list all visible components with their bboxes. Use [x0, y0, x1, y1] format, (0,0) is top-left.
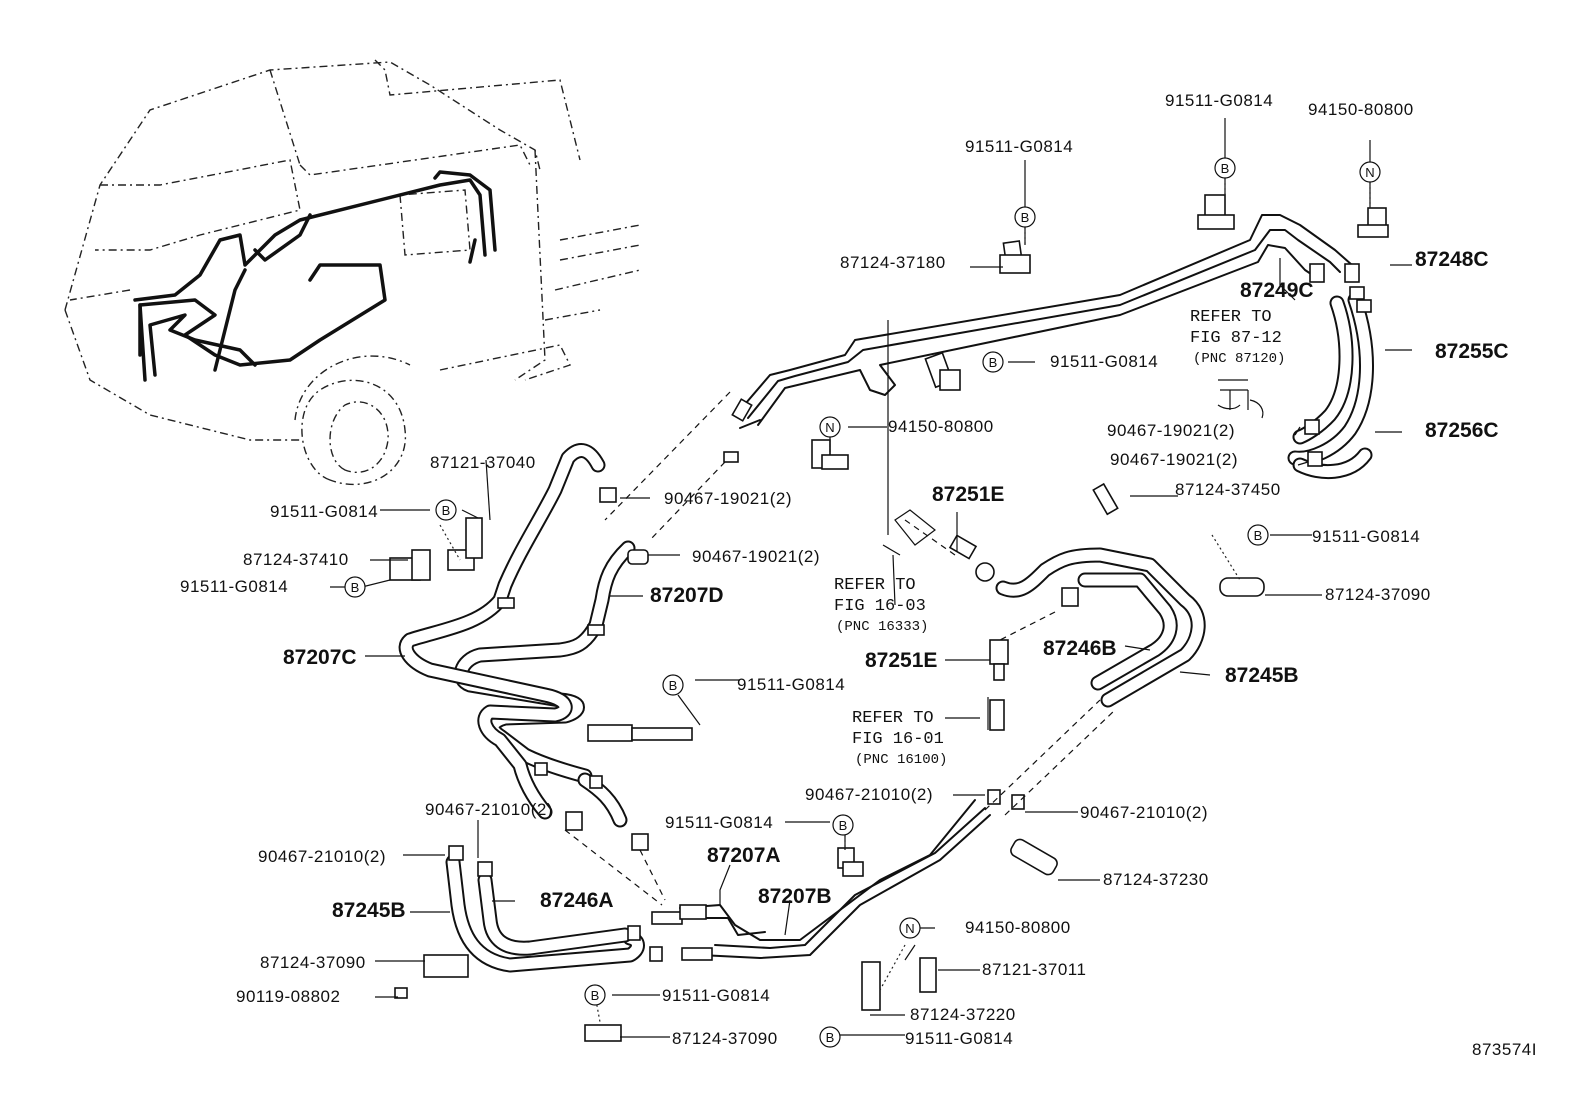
callout-label: 87124-37090	[260, 953, 366, 972]
bolt-symbol: B	[662, 674, 684, 696]
callout-label: 87246A	[540, 889, 614, 912]
svg-text:REFER TO: REFER TO	[852, 709, 934, 728]
assembly-guides	[439, 178, 1371, 1023]
callout-label: 87124-37090	[672, 1029, 778, 1048]
callout-label: 90467-19021(2)	[1107, 421, 1235, 440]
callout-label: 94150-80800	[888, 417, 994, 436]
bolt-symbol: B	[344, 576, 366, 598]
truck-pipe-route	[133, 170, 497, 382]
nut-symbol: N	[819, 416, 841, 438]
svg-text:B: B	[826, 1030, 835, 1045]
callout-label: 94150-80800	[965, 918, 1071, 937]
callout-label: 90119-08802	[236, 987, 340, 1006]
figure-id: 873574I	[1472, 1040, 1537, 1059]
bolt-symbol: B	[1014, 206, 1036, 228]
callout-label: 87246B	[1043, 637, 1117, 660]
svg-text:FIG 87-12: FIG 87-12	[1190, 329, 1282, 348]
callout-label: 91511-G0814	[1050, 352, 1158, 371]
svg-text:B: B	[442, 503, 451, 518]
svg-text:B: B	[839, 818, 848, 833]
callout-label: 90467-21010(2)	[258, 847, 386, 866]
callout-label: 91511-G0814	[905, 1029, 1013, 1048]
fittings	[389, 194, 1389, 1042]
callout-label: 91511-G0814	[662, 986, 770, 1005]
svg-text:N: N	[1365, 165, 1374, 180]
callout-label: 90467-19021(2)	[1110, 450, 1238, 469]
svg-text:REFER TO: REFER TO	[834, 576, 916, 595]
callout-label: 87255C	[1435, 340, 1509, 363]
bolt-symbol: B	[435, 499, 457, 521]
reference-notes: REFER TO FIG 87-12 (PNC 87120) REFER TO …	[834, 308, 1285, 768]
callout-label: 87245B	[1225, 664, 1299, 687]
svg-text:(PNC 16333): (PNC 16333)	[836, 619, 928, 635]
callout-label: 87207D	[650, 584, 724, 607]
svg-text:FIG 16-01: FIG 16-01	[852, 730, 944, 749]
callout-label: 87124-37230	[1103, 870, 1209, 889]
callout-label: 91511-G0814	[1312, 527, 1420, 546]
nut-symbol: N	[1359, 161, 1381, 183]
callout-label: 87251E	[865, 649, 937, 672]
callout-label: 94150-80800	[1308, 100, 1414, 119]
callout-label: 87124-37450	[1175, 480, 1281, 499]
callout-label: 90467-19021(2)	[692, 547, 820, 566]
callout-label: 91511-G0814	[270, 502, 378, 521]
callout-label: 90467-21010(2)	[425, 800, 553, 819]
callout-label: 87124-37180	[840, 253, 946, 272]
svg-text:REFER TO: REFER TO	[1190, 308, 1272, 327]
reference-note: REFER TO FIG 16-03 (PNC 16333)	[834, 576, 928, 635]
callout-label: 87124-37410	[243, 550, 349, 569]
callout-label: 87249C	[1240, 279, 1314, 302]
bolt-symbol: B	[1214, 157, 1236, 179]
truck-outline	[64, 59, 641, 485]
reference-note: REFER TO FIG 87-12 (PNC 87120)	[1190, 308, 1285, 367]
bolt-nut-symbols: B N B B N B B B B B N B B	[344, 157, 1381, 1048]
svg-text:B: B	[1254, 528, 1263, 543]
bolt-symbol: B	[584, 984, 606, 1006]
callout-label: 91511-G0814	[965, 137, 1073, 156]
callout-label: 87124-37220	[910, 1005, 1016, 1024]
reference-note: REFER TO FIG 16-01 (PNC 16100)	[852, 709, 947, 768]
svg-text:(PNC 87120): (PNC 87120)	[1193, 351, 1285, 367]
svg-text:FIG 16-03: FIG 16-03	[834, 597, 926, 616]
svg-text:N: N	[825, 420, 834, 435]
callout-labels: 91511-G0814 94150-80800 91511-G0814 8724…	[180, 91, 1509, 1048]
svg-text:B: B	[669, 678, 678, 693]
callout-label: 90467-19021(2)	[664, 489, 792, 508]
callout-label: 91511-G0814	[180, 577, 288, 596]
bolt-symbol: B	[982, 351, 1004, 373]
bolt-symbol: B	[1247, 524, 1269, 546]
nut-symbol: N	[899, 917, 921, 939]
callout-label: 87121-37040	[430, 453, 536, 472]
bolt-symbol: B	[832, 814, 854, 836]
callout-label: 87207B	[758, 885, 832, 908]
callout-label: 87121-37011	[982, 960, 1086, 979]
callout-label: 90467-21010(2)	[1080, 803, 1208, 822]
svg-text:B: B	[591, 988, 600, 1003]
callout-label: 91511-G0814	[1165, 91, 1273, 110]
callout-label: 87245B	[332, 899, 406, 922]
callout-label: 91511-G0814	[737, 675, 845, 694]
callout-label: 87207A	[707, 844, 781, 867]
callout-label: 87248C	[1415, 248, 1489, 271]
svg-text:B: B	[1221, 161, 1230, 176]
svg-text:B: B	[989, 355, 998, 370]
bolt-symbol: B	[819, 1026, 841, 1048]
callout-label: 90467-21010(2)	[805, 785, 933, 804]
callout-label: 87207C	[283, 646, 357, 669]
callout-label: 87251E	[932, 483, 1004, 506]
callout-label: 87124-37090	[1325, 585, 1431, 604]
svg-text:B: B	[1021, 210, 1030, 225]
svg-text:(PNC 16100): (PNC 16100)	[855, 752, 947, 768]
callout-label: 87256C	[1425, 419, 1499, 442]
callout-label: 91511-G0814	[665, 813, 773, 832]
svg-text:N: N	[905, 921, 914, 936]
svg-text:B: B	[351, 580, 360, 595]
